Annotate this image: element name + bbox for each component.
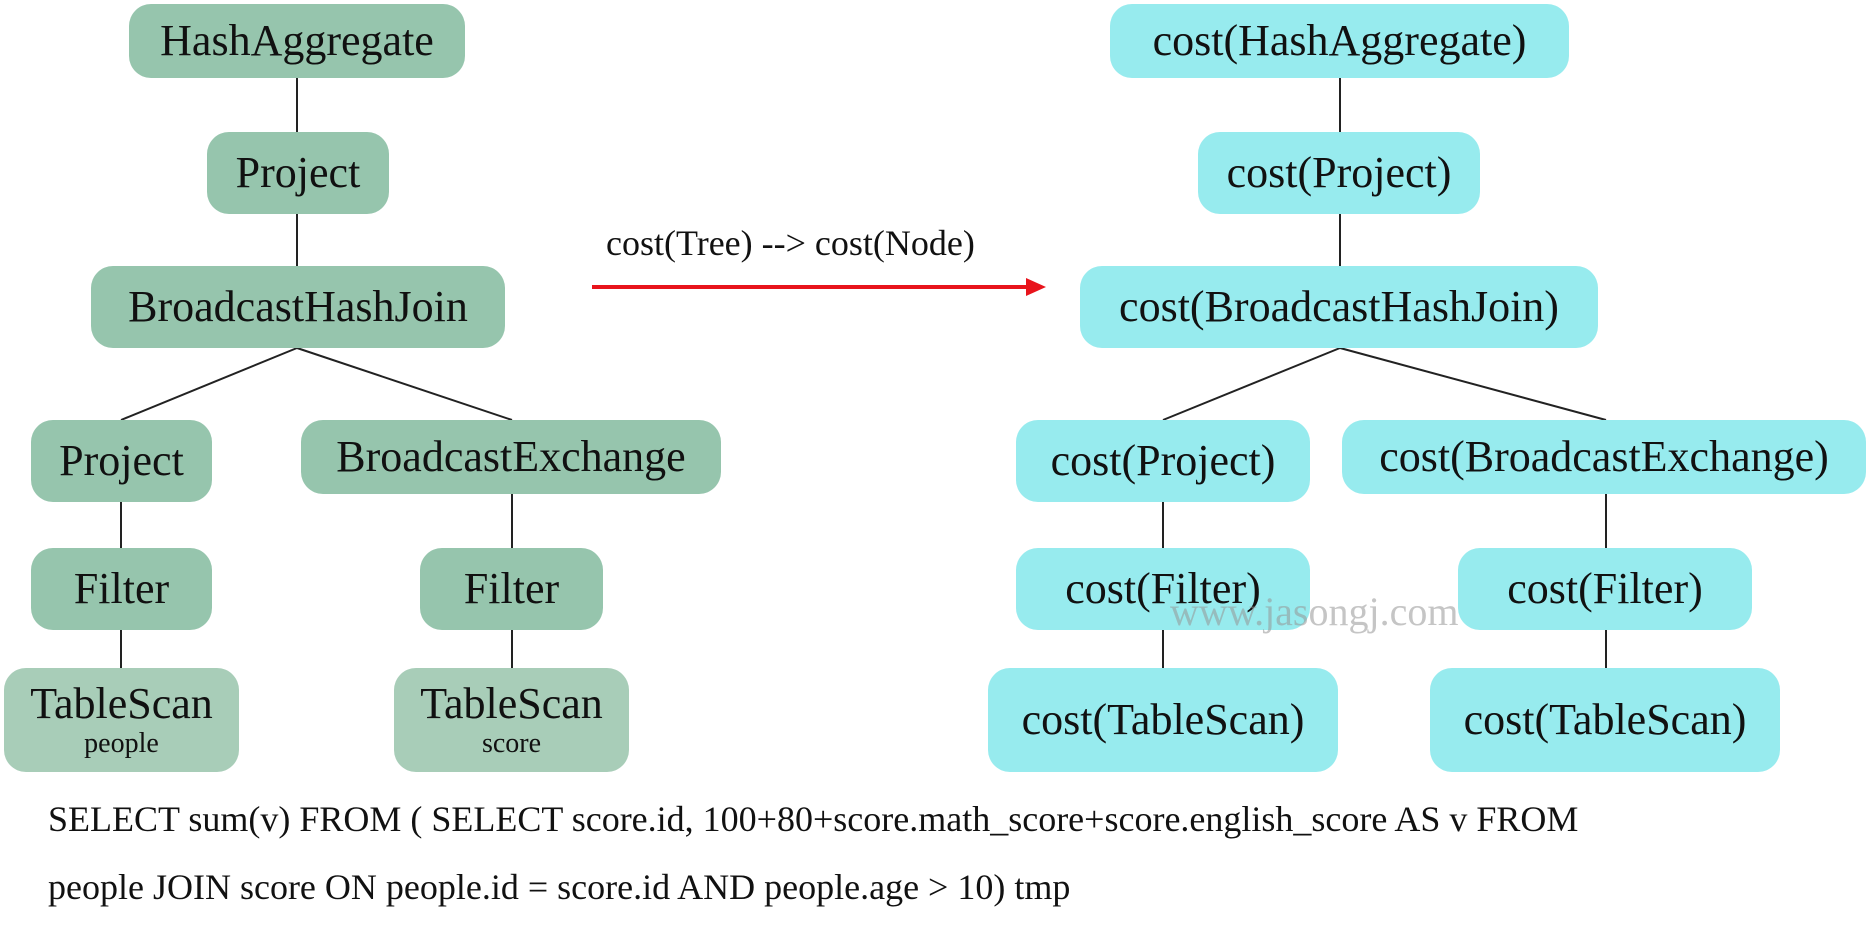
edge-left-join-project: [120, 347, 298, 421]
left-node-filter-right-label: Filter: [463, 563, 560, 613]
right-node-project-top: cost(Project): [1198, 132, 1480, 214]
left-node-broadcast-exchange: BroadcastExchange: [301, 420, 721, 494]
transform-arrow-head: [1026, 278, 1046, 296]
left-node-tablescan-people-label: TableScan: [30, 679, 213, 729]
right-node-project-top-label: cost(Project): [1226, 147, 1452, 197]
edge-left-join-exchange: [296, 347, 513, 421]
right-node-filter-left-label: cost(Filter): [1065, 563, 1261, 613]
right-node-broadcast-hash-join: cost(BroadcastHashJoin): [1080, 266, 1598, 348]
right-node-tablescan-left: cost(TableScan): [988, 668, 1338, 772]
transform-label: cost(Tree) --> cost(Node): [606, 223, 975, 263]
right-node-filter-right: cost(Filter): [1458, 548, 1752, 630]
right-node-project: cost(Project): [1016, 420, 1310, 502]
sql-line-1: SELECT sum(v) FROM ( SELECT score.id, 10…: [48, 799, 1579, 839]
watermark: www.jasongj.com: [1170, 589, 1459, 634]
left-node-project-top: Project: [207, 132, 389, 214]
edge-right-join-project: [1162, 347, 1341, 421]
left-node-tablescan-score-sub: score: [481, 728, 542, 760]
right-node-filter-left: cost(Filter): [1016, 548, 1310, 630]
left-node-filter-left: Filter: [31, 548, 212, 630]
left-node-filter-right: Filter: [420, 548, 603, 630]
left-node-filter-left-label: Filter: [73, 563, 170, 613]
left-node-broadcast-exchange-label: BroadcastExchange: [336, 431, 686, 481]
sql-line-2: people JOIN score ON people.id = score.i…: [48, 867, 1071, 907]
right-node-tablescan-left-label: cost(TableScan): [1021, 694, 1305, 744]
right-node-tablescan-right: cost(TableScan): [1430, 668, 1780, 772]
right-node-hash-aggregate: cost(HashAggregate): [1110, 4, 1569, 78]
right-node-hash-aggregate-label: cost(HashAggregate): [1152, 15, 1527, 65]
left-node-tablescan-people: TableScan people: [4, 668, 239, 772]
left-node-broadcast-hash-join-label: BroadcastHashJoin: [128, 281, 468, 331]
right-node-broadcast-hash-join-label: cost(BroadcastHashJoin): [1119, 281, 1559, 331]
left-node-tablescan-score-label: TableScan: [420, 679, 603, 729]
left-node-project-label: Project: [59, 435, 184, 485]
right-node-broadcast-exchange-label: cost(BroadcastExchange): [1379, 431, 1829, 481]
left-node-tablescan-people-sub: people: [84, 728, 159, 760]
right-node-tablescan-right-label: cost(TableScan): [1463, 694, 1747, 744]
left-node-project-top-label: Project: [235, 147, 361, 197]
right-node-broadcast-exchange: cost(BroadcastExchange): [1342, 420, 1866, 494]
left-node-hash-aggregate: HashAggregate: [129, 4, 465, 78]
left-node-tablescan-score: TableScan score: [394, 668, 629, 772]
right-node-project-label: cost(Project): [1050, 435, 1276, 485]
left-node-broadcast-hash-join: BroadcastHashJoin: [91, 266, 505, 348]
right-node-filter-right-label: cost(Filter): [1507, 563, 1703, 613]
left-node-project: Project: [31, 420, 212, 502]
left-node-hash-aggregate-label: HashAggregate: [160, 15, 434, 65]
edge-right-join-exchange: [1339, 347, 1607, 421]
